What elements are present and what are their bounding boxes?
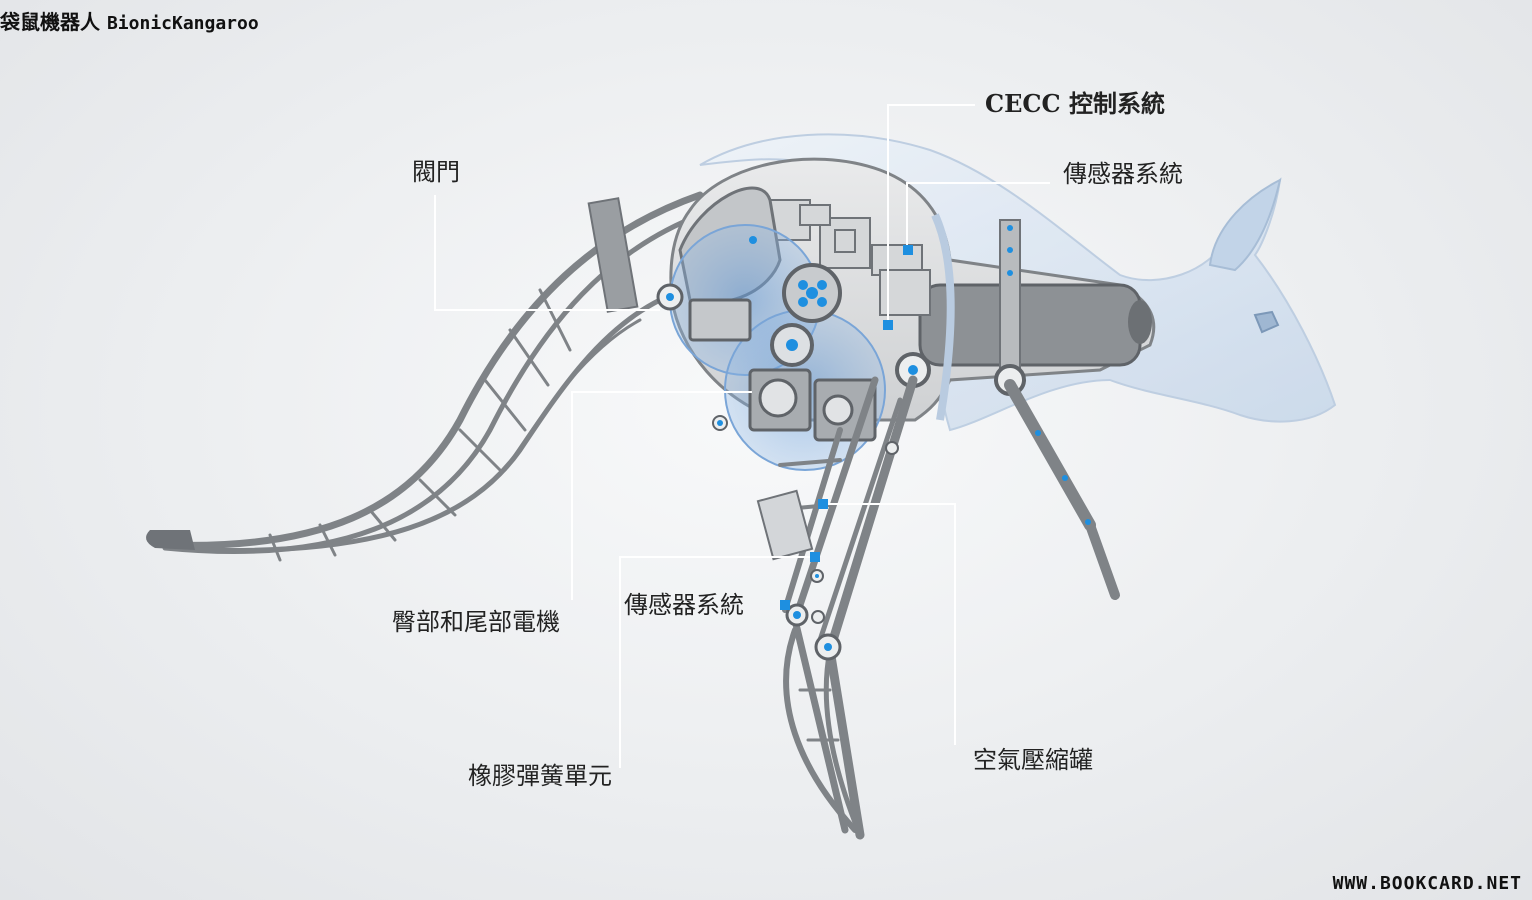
label-hip-tail-motor: 臀部和尾部電機 xyxy=(392,608,560,636)
eye xyxy=(1253,310,1280,334)
front-leg-bolts xyxy=(1035,430,1091,525)
title-en: BionicKangaroo xyxy=(106,13,259,34)
label-rubber-spring-unit: 橡膠彈簧單元 xyxy=(468,762,612,790)
ear xyxy=(1208,178,1282,272)
leader-lines xyxy=(434,104,1050,768)
watermark: WWW.BOOKCARD.NET xyxy=(1332,873,1522,894)
shell-edge xyxy=(931,213,955,421)
sensor-markers xyxy=(780,245,913,610)
label-sensor-system-top: 傳感器系統 xyxy=(1063,160,1183,188)
front-leg xyxy=(1004,379,1120,600)
neck-bolts xyxy=(1007,225,1013,276)
air-tank-cap xyxy=(1128,300,1152,344)
title-zh: 袋鼠機器人 xyxy=(0,10,100,34)
label-air-tank: 空氣壓縮罐 xyxy=(973,746,1093,774)
diagram-title: 袋鼠機器人 BionicKangaroo xyxy=(0,6,259,35)
label-sensor-system-leg: 傳感器系統 xyxy=(624,591,744,619)
neck-strut xyxy=(999,219,1021,371)
tail-tip xyxy=(146,530,195,550)
label-cecc-control: CECC 控制系統 xyxy=(985,89,1165,118)
label-valve: 閥門 xyxy=(412,158,460,186)
spring-block xyxy=(756,489,814,561)
knee-joints xyxy=(785,441,899,661)
